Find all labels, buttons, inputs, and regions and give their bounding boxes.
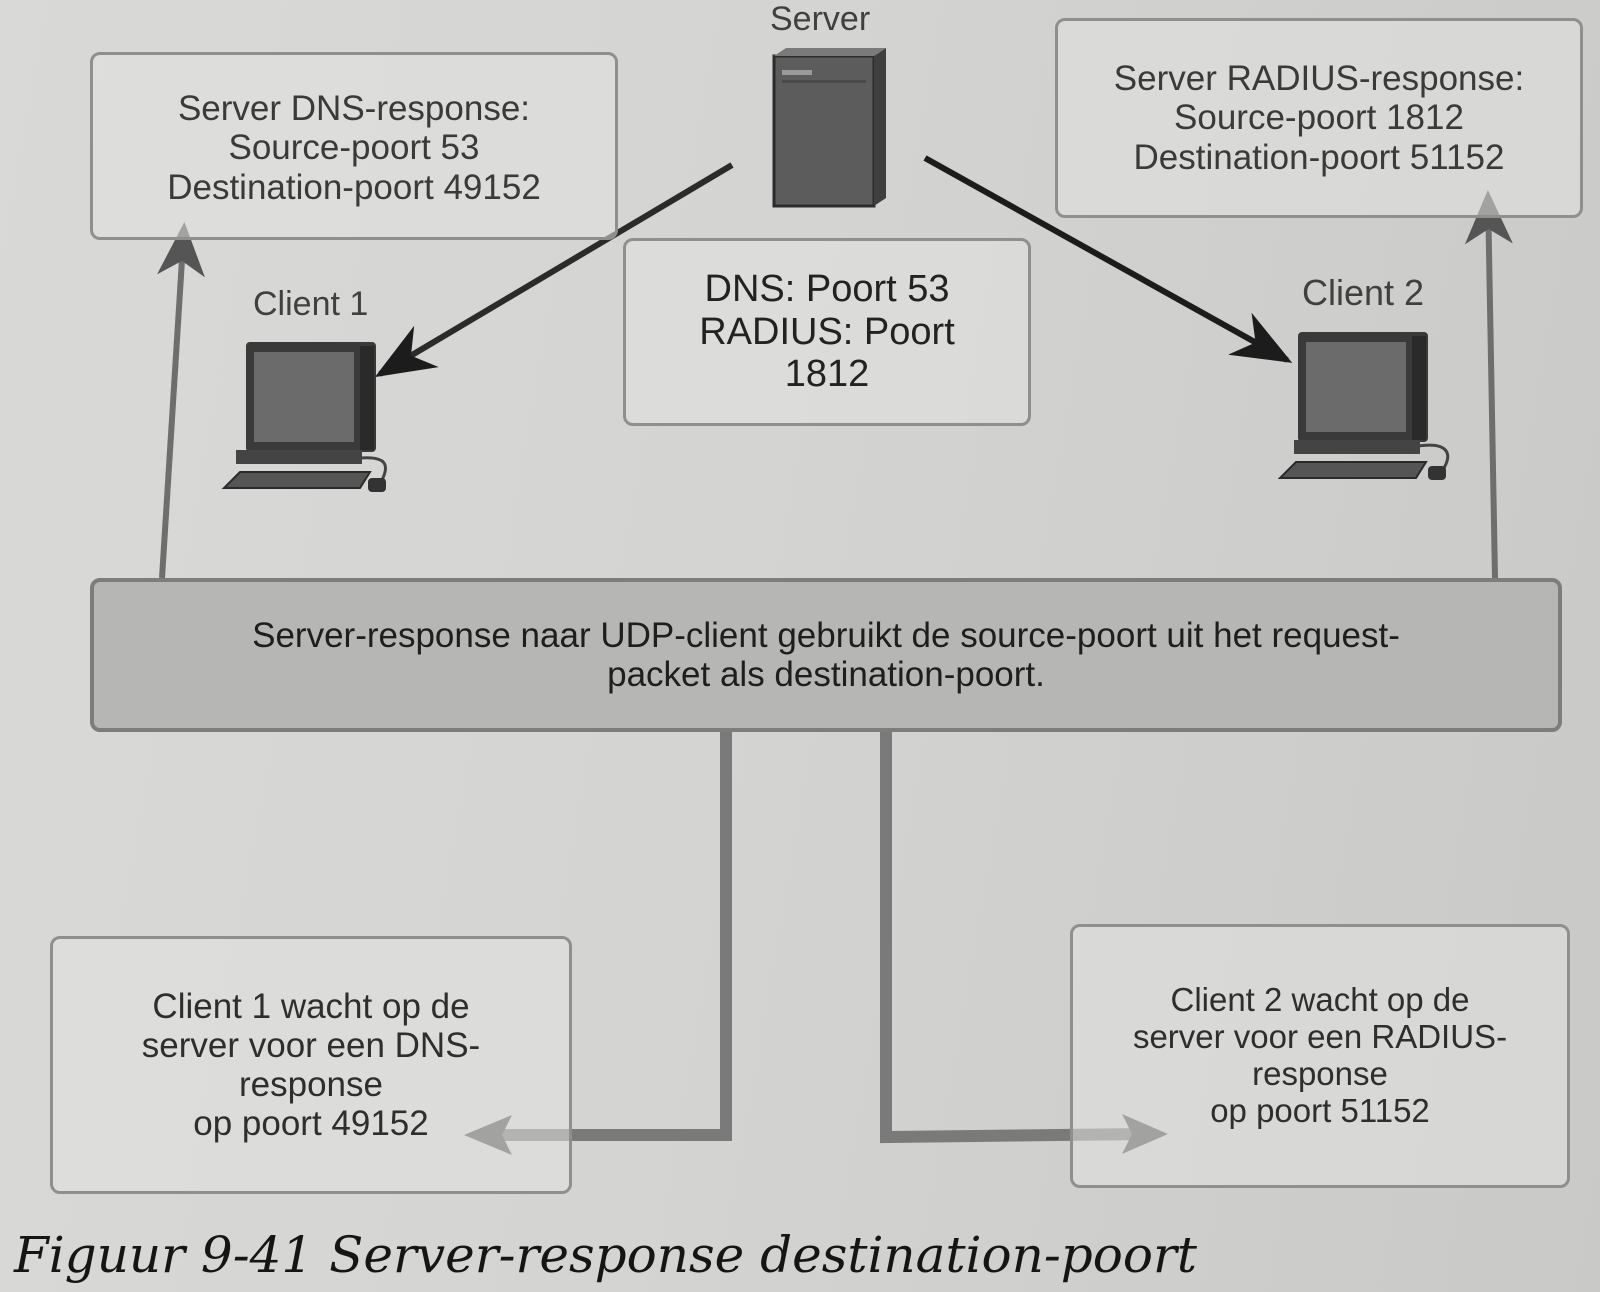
figure-caption: Figuur 9-41 Server-response destination-… [14, 1226, 1197, 1284]
server-label: Server [770, 0, 871, 38]
client1-wait-line: response [239, 1065, 383, 1104]
connector-note-to-client2-wait [880, 732, 1149, 1144]
client2-wait-line: server voor een RADIUS- [1132, 1018, 1508, 1056]
client1-computer-icon [221, 342, 387, 492]
client2-label: Client 2 [1302, 272, 1425, 313]
client1-label: Client 1 [253, 285, 369, 323]
ports-line: RADIUS: Poort [699, 310, 955, 353]
udp-note-line: Server-response naar UDP-client gebruikt… [252, 615, 1400, 655]
udp-note-box: Server-response naar UDP-client gebruikt… [90, 578, 1562, 732]
client1-wait-line: op poort 49152 [193, 1104, 429, 1144]
dns-response-line: Destination-poort 49152 [167, 167, 541, 207]
radius-response-line: Destination-poort 51152 [1133, 137, 1505, 177]
dns-response-box: Server DNS-response: Source-poort 53 Des… [90, 52, 618, 240]
arrow-server-to-client1 [374, 162, 734, 378]
ports-line: DNS: Poort 53 [704, 268, 950, 311]
ports-box: DNS: Poort 53 RADIUS: Poort 1812 [623, 238, 1031, 426]
ports-line: 1812 [784, 353, 870, 396]
server-icon [772, 48, 886, 208]
radius-response-line: Source-poort 1812 [1174, 98, 1464, 138]
arrow-note-to-radius-response [1464, 190, 1513, 579]
arrow-server-to-client2 [923, 155, 1293, 363]
client2-wait-box: Client 2 wacht op de server voor een RAD… [1070, 924, 1570, 1188]
client1-wait-line: server voor een DNS- [141, 1025, 481, 1065]
client2-wait-line: op poort 51152 [1210, 1091, 1430, 1129]
client2-computer-icon [1278, 332, 1450, 480]
radius-response-box: Server RADIUS-response: Source-poort 181… [1055, 18, 1583, 218]
arrow-note-to-dns-response [157, 222, 205, 579]
client1-wait-line: Client 1 wacht op de [152, 986, 470, 1026]
client2-wait-line: Client 2 wacht op de [1170, 981, 1470, 1019]
client2-wait-line: response [1252, 1055, 1388, 1092]
radius-response-line: Server RADIUS-response: [1113, 59, 1525, 99]
udp-note-line: packet als destination-poort. [607, 655, 1045, 694]
dns-response-line: Source-poort 53 [228, 128, 480, 168]
client1-wait-box: Client 1 wacht op de server voor een DNS… [50, 936, 572, 1194]
dns-response-line: Server DNS-response: [177, 89, 531, 129]
